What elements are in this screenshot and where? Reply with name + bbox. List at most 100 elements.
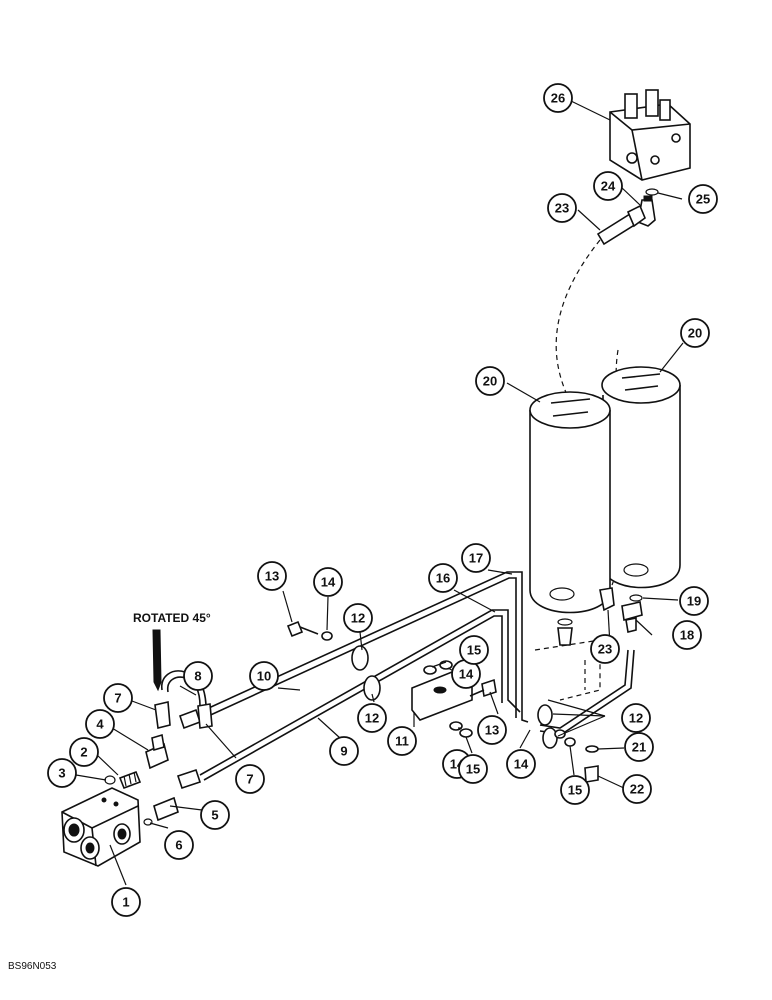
valve-block-26 — [609, 89, 691, 181]
callout-label: 5 — [211, 808, 218, 823]
tube-17 — [199, 571, 529, 723]
callout-circle — [560, 775, 590, 805]
callout-circle — [69, 737, 99, 767]
callout-14: 14 — [451, 659, 481, 689]
callout-circle — [672, 620, 702, 650]
callout-circle — [313, 567, 343, 597]
fitting-front-accumulator — [557, 618, 573, 646]
callout-circle — [357, 703, 387, 733]
valve-body-1 — [61, 787, 141, 867]
callout-label: 1 — [122, 895, 129, 910]
callout-circle — [543, 83, 573, 113]
callout-15: 15 — [459, 635, 489, 665]
callout-circle — [428, 563, 458, 593]
callout-15: 15 — [560, 775, 590, 805]
callout-22: 22 — [622, 774, 652, 804]
callout-circle — [164, 830, 194, 860]
callout-23: 23 — [547, 193, 577, 223]
callout-label: 7 — [114, 691, 121, 706]
fitting-5 — [153, 796, 179, 822]
washer-21 — [585, 745, 599, 753]
callout-circle — [329, 736, 359, 766]
callout-circle — [624, 732, 654, 762]
rotated-note: ROTATED 45° — [133, 611, 211, 625]
figure-code: BS96N053 — [8, 961, 57, 972]
callout-20: 20 — [680, 318, 710, 348]
callout-label: 20 — [688, 326, 702, 341]
callout-label: 26 — [551, 91, 565, 106]
callout-label: 16 — [436, 571, 450, 586]
callout-circle — [621, 703, 651, 733]
callout-label: 15 — [467, 643, 481, 658]
callout-label: 12 — [629, 711, 643, 726]
o-ring-6 — [143, 818, 153, 826]
callout-circle — [679, 586, 709, 616]
callout-label: 19 — [687, 594, 701, 609]
callout-23: 23 — [590, 634, 620, 664]
callout-circle — [343, 603, 373, 633]
nut-15-low — [459, 728, 473, 738]
callout-label: 15 — [568, 783, 582, 798]
callout-circle — [680, 318, 710, 348]
callout-13: 13 — [477, 715, 507, 745]
callout-circle — [47, 758, 77, 788]
callout-circle — [387, 726, 417, 756]
callout-circle — [622, 774, 652, 804]
callout-circle — [477, 715, 507, 745]
callout-label: 20 — [483, 374, 497, 389]
callout-15: 15 — [458, 754, 488, 784]
callout-label: 13 — [265, 569, 279, 584]
callout-circle — [85, 709, 115, 739]
callout-7: 7 — [103, 683, 133, 713]
callout-circle — [688, 184, 718, 214]
callout-11: 11 — [387, 726, 417, 756]
callout-18: 18 — [672, 620, 702, 650]
tube-16-inner — [203, 615, 503, 781]
callout-circle — [593, 171, 623, 201]
callout-6: 6 — [164, 830, 194, 860]
callout-label: 14 — [321, 575, 336, 590]
callout-label: 9 — [340, 744, 347, 759]
o-ring-3 — [104, 775, 116, 785]
washer-14-top — [321, 631, 333, 641]
accumulator-20-front — [529, 391, 611, 614]
callout-label: 21 — [632, 740, 646, 755]
callout-label: 4 — [96, 717, 104, 732]
callout-circle — [458, 754, 488, 784]
callout-12: 12 — [357, 703, 387, 733]
callout-12: 12 — [343, 603, 373, 633]
callout-label: 7 — [246, 772, 253, 787]
tee-fitting-4 — [145, 733, 169, 770]
callout-24: 24 — [593, 171, 623, 201]
callout-label: 17 — [469, 551, 483, 566]
callout-label: 8 — [194, 669, 201, 684]
callout-10: 10 — [249, 661, 279, 691]
callout-circle — [103, 683, 133, 713]
fitting-rear-accumulator-23 — [599, 587, 615, 612]
callout-circle — [590, 634, 620, 664]
callout-label: 12 — [351, 611, 365, 626]
callout-25: 25 — [688, 184, 718, 214]
washer-14-low — [449, 721, 463, 731]
callout-19: 19 — [679, 586, 709, 616]
adaptor-2 — [118, 770, 142, 790]
fitting-18 — [621, 601, 643, 633]
fitting-7-left — [154, 701, 171, 729]
bolt-13-mid — [469, 678, 497, 698]
clamp-12-left — [351, 645, 381, 701]
callout-label: 3 — [58, 766, 65, 781]
callout-circle — [547, 193, 577, 223]
callout-circle — [200, 800, 230, 830]
o-ring-19 — [629, 594, 643, 602]
callout-circle — [459, 635, 489, 665]
mounting-dash — [534, 639, 601, 701]
hose-end-23 — [596, 204, 646, 246]
callout-label: 11 — [395, 734, 409, 749]
callout-3: 3 — [47, 758, 77, 788]
o-ring-25 — [645, 188, 659, 196]
callout-circle — [506, 749, 536, 779]
callout-circle — [111, 887, 141, 917]
plug-22 — [584, 765, 599, 783]
callout-20: 20 — [475, 366, 505, 396]
callout-circle — [475, 366, 505, 396]
